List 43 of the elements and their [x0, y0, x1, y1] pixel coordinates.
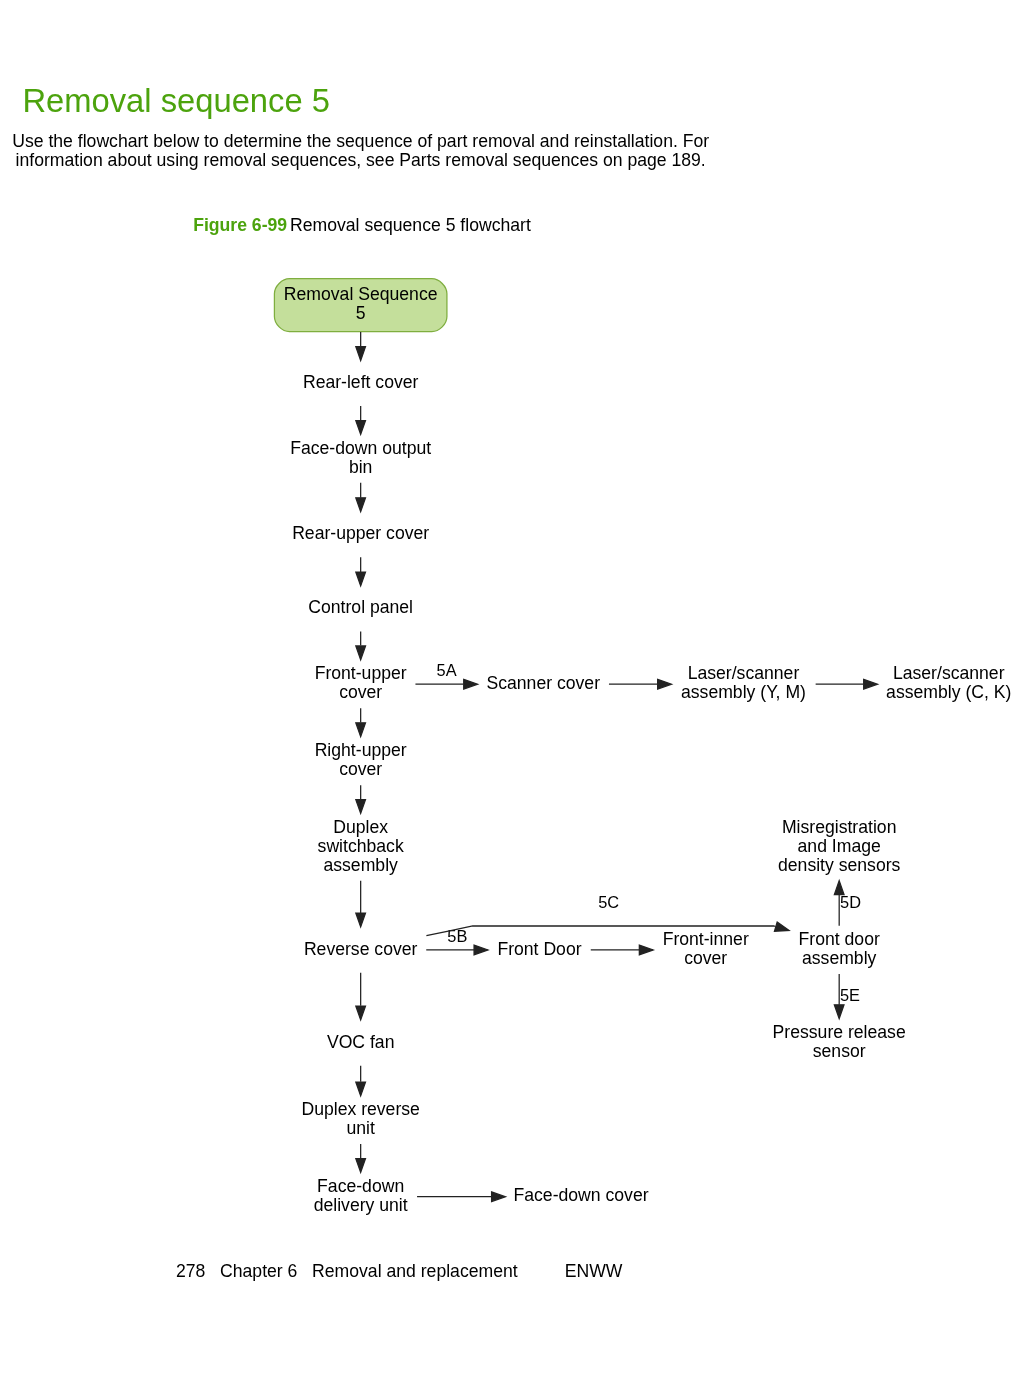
- edge-label: 5C: [598, 892, 620, 911]
- arrow: [425, 920, 791, 936]
- node-text: Rear-upper cover: [292, 522, 430, 543]
- node-text: Laser/scanner assembly (C, K): [886, 662, 1012, 702]
- node-text: Misregistration and Image density sensors: [778, 816, 901, 875]
- arrow: [354, 971, 367, 1022]
- edge-label: 5D: [840, 892, 861, 911]
- node-text: Duplex reverse unit: [301, 1098, 420, 1138]
- arrow: [590, 943, 656, 956]
- arrow: [608, 678, 674, 690]
- arrow: [425, 943, 490, 956]
- label: Removal sequence 5 flowchart: [290, 214, 531, 235]
- node-text: Control panel: [308, 596, 414, 617]
- label: 278 Chapter 6 Removal and replacement: [176, 1260, 518, 1281]
- node-text: Pressure release sensor: [772, 1021, 906, 1061]
- node-text: Rear-left cover: [302, 371, 419, 392]
- arrow: [833, 878, 845, 926]
- node-text: Reverse cover: [303, 938, 418, 959]
- label: Figure 6-99: [193, 214, 288, 235]
- node-text: Face-down delivery unit: [313, 1175, 408, 1215]
- node-text: Face-down output bin: [290, 437, 432, 477]
- arrow: [414, 678, 480, 690]
- label: ENWW: [564, 1260, 623, 1281]
- edge-label: 5A: [436, 660, 457, 679]
- node-box: Removal Sequence 5: [273, 277, 448, 332]
- node-text: Scanner cover: [486, 672, 601, 693]
- node-text: Laser/scanner assembly (Y, M): [681, 662, 806, 702]
- arrow: [354, 879, 367, 929]
- node-text: Front door assembly: [798, 928, 880, 968]
- label: Use the flowchart below to determine the sequence of part removal and reinstallation. For information about using removal sequences, see Parts removal sequences on page 189.: [12, 130, 710, 170]
- node-text: Right-upper cover: [314, 739, 407, 779]
- arrow: [815, 678, 880, 690]
- edge-label: 5B: [447, 926, 468, 945]
- node-text: Front Door: [497, 938, 582, 959]
- edge-label: 5E: [839, 985, 860, 1004]
- node-text: Front-upper cover: [314, 662, 407, 702]
- arrow: [833, 972, 845, 1021]
- arrow: [416, 1190, 508, 1202]
- node-text: Face-down cover: [513, 1184, 649, 1205]
- node-text: Duplex switchback assembly: [317, 816, 404, 875]
- diagram-title: Removal sequence 5: [22, 81, 330, 119]
- node-text: Front-inner cover: [662, 928, 749, 968]
- node-text: VOC fan: [326, 1031, 395, 1052]
